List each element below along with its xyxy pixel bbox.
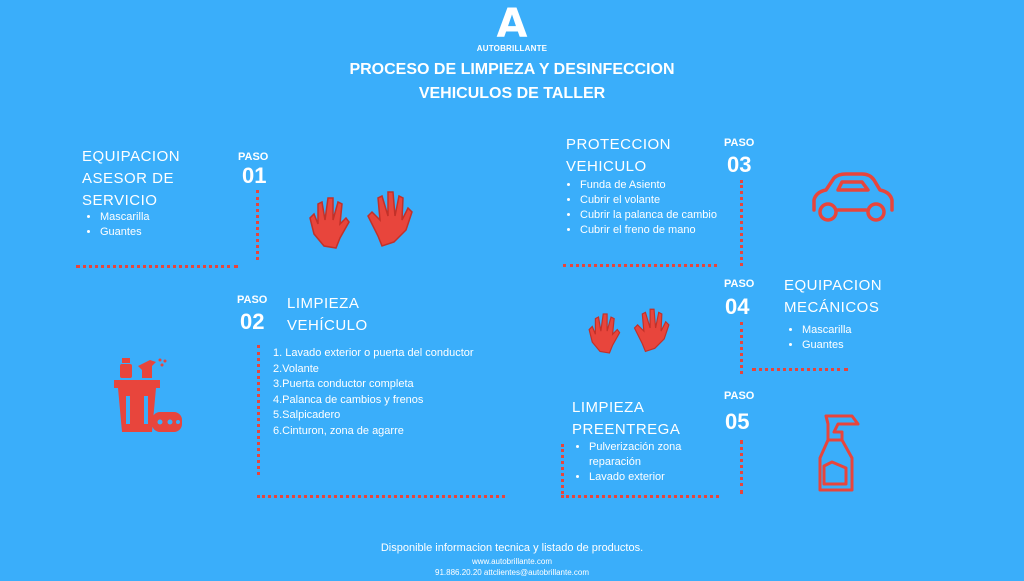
- step-02-connector-vertical: [257, 345, 260, 475]
- list-item: 5.Salpicadero: [273, 409, 341, 421]
- step-02-paso-label: PASO: [237, 294, 268, 306]
- step-03-number: 03: [727, 152, 752, 177]
- car-icon: [812, 172, 894, 222]
- step-05-list: Pulverización zona reparación Lavado ext…: [575, 440, 709, 485]
- list-item: Cubrir la palanca de cambio: [580, 208, 730, 223]
- spray-bottle-icon: [818, 414, 860, 492]
- list-item: Cubrir el freno de mano: [580, 223, 730, 238]
- step-03-title: PROTECCION VEHICULO: [566, 136, 672, 175]
- list-item: 3.Puerta conductor completa: [273, 378, 414, 390]
- step-05-paso-label: PASO: [724, 390, 755, 402]
- step-04-number: 04: [725, 294, 750, 319]
- list-item: 2.Volante: [273, 362, 319, 375]
- gloves-icon: [309, 191, 413, 249]
- step-04-paso-label: PASO: [724, 278, 755, 290]
- step-01-connector-horizontal: [76, 265, 238, 268]
- step-03-connector-horizontal: [563, 264, 717, 267]
- list-item: Pulverización zona reparación: [589, 440, 709, 470]
- step-05-number: 05: [725, 409, 750, 434]
- list-item: 6.Cinturon, zona de agarre: [273, 424, 404, 437]
- step-05-title: LIMPIEZA PREENTREGA: [572, 399, 681, 438]
- step-04-connector-horizontal: [752, 368, 848, 371]
- footer-website: www.autobrillante.com: [471, 557, 553, 566]
- list-item: Cubrir el volante: [580, 193, 730, 208]
- footer-info: Disponible informacion tecnica y listado…: [380, 542, 644, 554]
- gloves-icon: [588, 308, 670, 354]
- step-01-connector-vertical: [256, 190, 259, 260]
- step-01-number: 01: [242, 163, 267, 188]
- step-04-list: Mascarilla Guantes: [788, 323, 852, 353]
- step-01-title: EQUIPACION ASESOR DE SERVICIO: [82, 148, 181, 209]
- step-03-list: Funda de Asiento Cubrir el volante Cubri…: [566, 178, 730, 238]
- step-03-paso-label: PASO: [724, 137, 755, 149]
- step-01-paso-label: PASO: [238, 151, 269, 163]
- step-02-title: LIMPIEZA VEHÍCULO: [287, 295, 368, 334]
- step-02-list: 1. Lavado exterior o puerta del conducto…: [273, 346, 474, 439]
- step-03-connector-vertical: [740, 180, 743, 266]
- page-title: PROCESO DE LIMPIEZA Y DESINFECCION: [349, 61, 675, 78]
- step-02-connector-horizontal: [257, 495, 505, 498]
- list-item: Funda de Asiento: [580, 178, 730, 193]
- list-item: Lavado exterior: [589, 470, 709, 485]
- step-02-number: 02: [240, 309, 265, 334]
- footer-contact: 91.886.20.20 attclientes@autobrillante.c…: [435, 568, 589, 577]
- step-05-connector-left: [561, 444, 564, 494]
- list-item: Guantes: [100, 225, 150, 240]
- list-item: 1. Lavado exterior o puerta del conducto…: [273, 347, 474, 359]
- step-04-connector-vertical: [740, 322, 743, 374]
- page-subtitle: VEHICULOS DE TALLER: [418, 85, 606, 102]
- step-05-connector-vertical: [740, 440, 743, 494]
- brand-name: AUTOBRILLANTE: [476, 44, 548, 53]
- list-item: Mascarilla: [100, 210, 150, 225]
- cleaning-bucket-icon: [114, 358, 182, 432]
- brand-logo-letter: A: [496, 1, 528, 47]
- list-item: 4.Palanca de cambios y frenos: [273, 393, 424, 406]
- list-item: Guantes: [802, 338, 852, 353]
- step-04-title: EQUIPACION MECÁNICOS: [784, 277, 883, 316]
- step-01-list: Mascarilla Guantes: [86, 210, 150, 240]
- step-05-connector-horizontal: [561, 495, 719, 498]
- list-item: Mascarilla: [802, 323, 852, 338]
